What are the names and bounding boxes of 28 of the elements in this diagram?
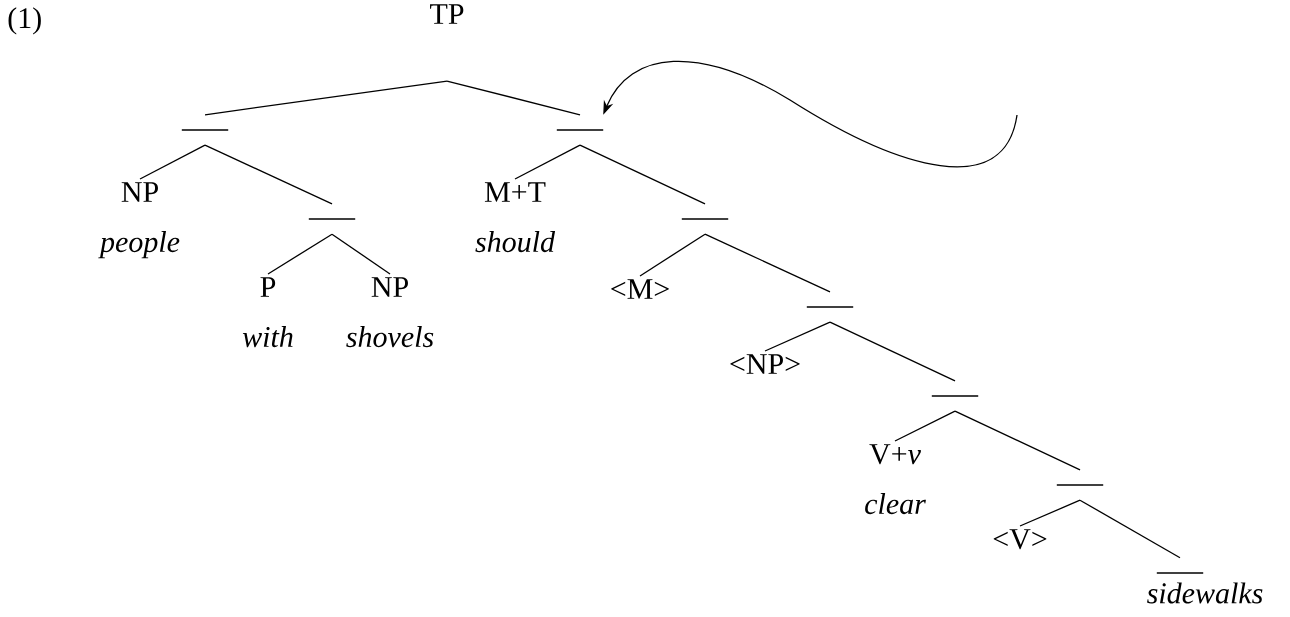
branch-line (704, 233, 831, 293)
tree-label: NP people (98, 182, 180, 259)
tree-label: M+T should (475, 182, 556, 253)
branch-line (139, 144, 206, 180)
branch-line (639, 233, 706, 277)
tree-label: P with (242, 277, 293, 348)
branch-line (1019, 499, 1081, 527)
tree-label: TP (430, 4, 464, 24)
example-number: (1) (8, 7, 41, 35)
tree-label: <M> (611, 279, 669, 299)
branch-line (579, 144, 706, 205)
branch-line (764, 321, 831, 352)
branch-line (1079, 499, 1181, 559)
movement-arrow (603, 60, 1018, 168)
word-label: sidewalks (1147, 582, 1263, 604)
branch-line (446, 80, 581, 116)
branch-line (954, 410, 1081, 471)
tree-label: NP shovels (346, 277, 434, 348)
tree-label: <NP> (730, 354, 800, 374)
branch-line (331, 233, 391, 275)
branch-line (514, 144, 581, 180)
branch-line (204, 80, 448, 116)
tree-label: <V> (993, 529, 1047, 550)
tree-label: V+v clear (865, 444, 926, 515)
branch-line (829, 321, 956, 382)
branch-line (267, 233, 333, 275)
branch-line (894, 410, 956, 442)
branch-line (204, 144, 333, 205)
